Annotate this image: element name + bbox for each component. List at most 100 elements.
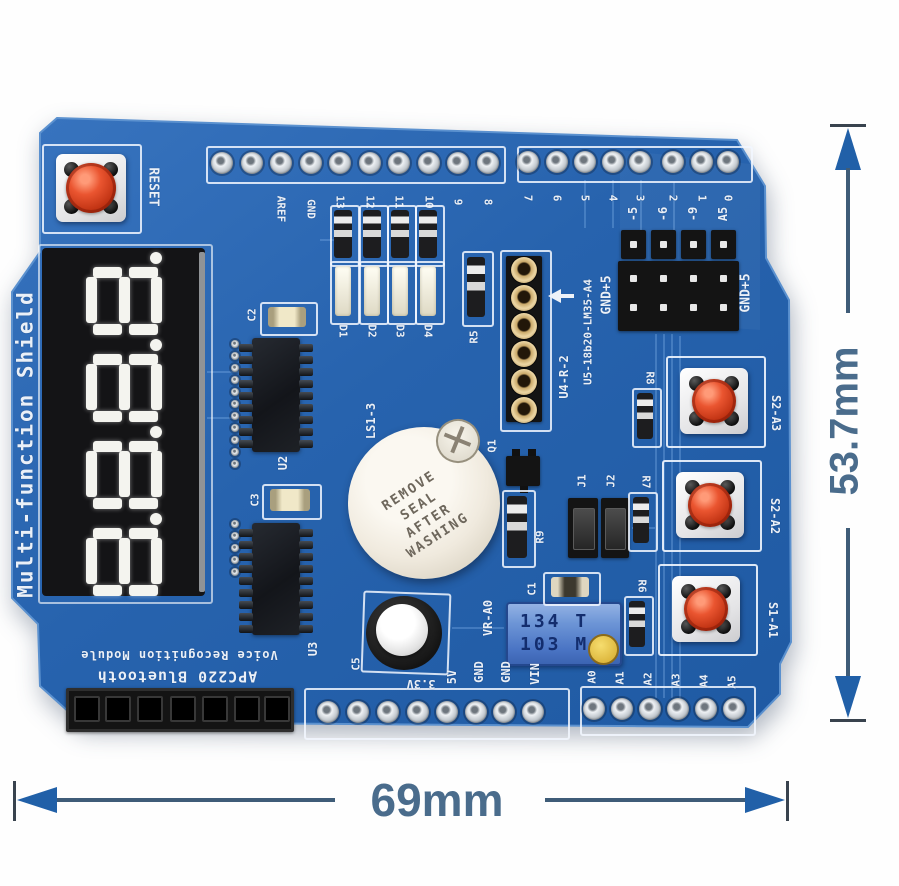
resistor-outline	[624, 596, 654, 656]
ic-pin	[299, 392, 313, 400]
display-pin	[231, 544, 239, 552]
bottom-header-mid-outline	[304, 688, 570, 740]
header-pin	[611, 698, 633, 720]
resistor-r9	[507, 496, 527, 558]
board-outline	[11, 116, 793, 729]
segment-a	[86, 277, 97, 323]
header-pin	[477, 152, 499, 174]
pot-line1: 134 T	[520, 611, 590, 632]
segment-dp	[150, 426, 162, 438]
resistor-outline	[628, 492, 658, 552]
ic-pin	[239, 529, 253, 537]
ic-pin	[239, 356, 253, 364]
jumper-pin-dot	[720, 275, 727, 282]
led	[364, 266, 380, 316]
header-pin	[574, 151, 596, 173]
jumper-pin-dot	[630, 241, 637, 248]
display-pin	[231, 556, 239, 564]
jumper-pin-dot	[630, 275, 637, 282]
pin-label: 3	[633, 194, 647, 202]
pot-screw-icon	[588, 634, 619, 665]
pin-label: GND	[304, 199, 318, 219]
q1-lead	[520, 486, 528, 493]
ic-pin	[239, 553, 253, 561]
reset-button	[56, 154, 126, 222]
segment-a	[86, 364, 97, 410]
display-pin	[231, 532, 239, 540]
header-pin	[211, 152, 233, 174]
jumper-pin-dot	[720, 241, 727, 248]
jumper-label: -5	[626, 206, 640, 222]
led-label: D2	[365, 324, 379, 338]
header-pin	[602, 151, 624, 173]
connector-hole	[105, 696, 131, 722]
segment-g	[119, 277, 130, 323]
reset-button-outline	[42, 144, 142, 234]
ic-pin	[299, 625, 313, 633]
r9-ref-label: R9	[533, 530, 547, 544]
resistor-r5	[467, 257, 485, 317]
r5-outline	[462, 251, 494, 327]
ic-pin	[239, 392, 253, 400]
ic-pin	[239, 416, 253, 424]
segment-f	[93, 585, 122, 596]
c2-outline	[260, 302, 318, 336]
pin-label: GND	[499, 661, 513, 683]
header-pin	[447, 152, 469, 174]
segment-d	[151, 277, 162, 323]
resistor-label: R7	[639, 475, 653, 489]
reset-button-cap	[66, 163, 116, 213]
j2-ref-label: J2	[604, 474, 618, 488]
ic-pin	[299, 589, 313, 597]
header-pin	[723, 698, 745, 720]
pin-label: A3	[669, 673, 683, 687]
push-button-cap	[688, 483, 732, 527]
header-pin	[695, 698, 717, 720]
pin-label: 8	[481, 198, 495, 206]
voice-module-label: Voice Recognition Module	[80, 648, 278, 662]
arrow-up-icon	[835, 128, 861, 170]
button-label: S2-A2	[768, 497, 782, 535]
segment-f	[93, 498, 122, 509]
ic-pin	[299, 368, 313, 376]
resistor-outline	[632, 388, 662, 448]
sensor-header-pin	[511, 397, 537, 423]
sensor-header-pin	[511, 313, 537, 339]
jumper-label: A5	[716, 206, 730, 222]
connector-hole	[170, 696, 196, 722]
button-label: S1-A1	[766, 601, 780, 639]
ic-pin	[239, 541, 253, 549]
header-pin	[662, 151, 684, 173]
segment-a	[86, 451, 97, 497]
header-pin	[667, 698, 689, 720]
connector-hole	[264, 696, 290, 722]
gnd5-left-label: GND+5	[599, 275, 615, 315]
segment-d	[151, 538, 162, 584]
ic-pin	[239, 565, 253, 573]
resistor	[363, 210, 381, 258]
dim-tick	[830, 719, 866, 722]
reset-label: RESET	[145, 167, 161, 207]
jumper-j2	[601, 498, 629, 558]
push-button-cap	[684, 587, 728, 631]
arrow-line	[560, 294, 574, 298]
dim-tick	[786, 781, 789, 821]
top-header-left-outline	[206, 146, 506, 184]
header-pin	[691, 151, 713, 173]
segment-e	[129, 585, 158, 596]
jumper-pin-dot	[660, 304, 667, 311]
r5-ref-label: R5	[467, 330, 481, 344]
c3-outline	[262, 484, 322, 520]
display-pin	[231, 400, 239, 408]
connector-hole	[137, 696, 163, 722]
pin-label: 2	[666, 194, 680, 202]
pin-label: 9	[451, 198, 465, 206]
header-pin	[629, 151, 651, 173]
jumper-pin-dot	[660, 241, 667, 248]
segment-d	[151, 364, 162, 410]
resistor	[334, 210, 352, 258]
sensor-header-pin	[511, 341, 537, 367]
sensor-header-pin	[511, 369, 537, 395]
ic-pin	[299, 416, 313, 424]
